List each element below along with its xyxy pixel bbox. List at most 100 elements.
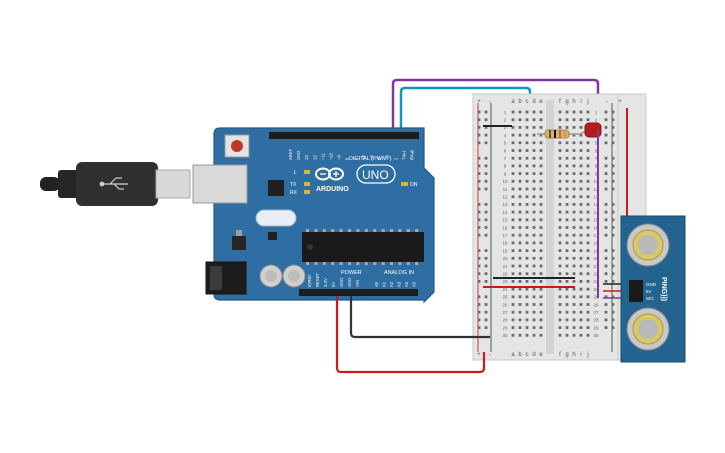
breadboard-hole bbox=[572, 310, 576, 314]
breadboard-hole bbox=[511, 249, 515, 252]
breadboard-hole bbox=[565, 110, 569, 114]
rail-hole bbox=[477, 226, 481, 229]
row-label: 7 bbox=[504, 156, 507, 161]
breadboard-hole bbox=[565, 203, 569, 206]
row-label: 2 bbox=[504, 118, 507, 123]
column-label: i bbox=[580, 352, 581, 358]
rail-hole bbox=[484, 280, 488, 283]
usb-chip bbox=[268, 180, 284, 196]
breadboard-hole bbox=[511, 326, 515, 329]
rail-hole bbox=[604, 264, 608, 268]
wire-5v-red[interactable] bbox=[335, 296, 486, 374]
pin-label: 5V bbox=[331, 282, 336, 287]
analog-header[interactable] bbox=[372, 289, 418, 296]
chip-leg bbox=[406, 262, 410, 265]
chip-leg bbox=[398, 229, 402, 232]
row-label: 27 bbox=[502, 310, 508, 315]
row-label: 20 bbox=[502, 256, 508, 261]
breadboard-hole bbox=[558, 203, 562, 206]
breadboard-hole bbox=[558, 303, 562, 306]
breadboard-hole bbox=[586, 218, 590, 222]
wire-gnd-black[interactable] bbox=[349, 296, 490, 339]
chip-leg bbox=[406, 229, 410, 232]
pin-label: A0 bbox=[374, 281, 379, 287]
rail-hole bbox=[477, 326, 481, 329]
breadboard-hole bbox=[586, 141, 590, 145]
breadboard-hole bbox=[579, 218, 583, 222]
breadboard-hole bbox=[539, 141, 543, 145]
breadboard-hole bbox=[539, 203, 543, 206]
breadboard-hole bbox=[579, 226, 583, 229]
breadboard-hole bbox=[586, 310, 590, 314]
column-label: e bbox=[539, 352, 543, 358]
wire-purple-top[interactable] bbox=[391, 78, 600, 136]
breadboard-hole bbox=[511, 256, 515, 260]
breadboard-hole bbox=[579, 333, 583, 337]
ping-ultrasonic-sensor[interactable]: GND 5V SIG PING))) bbox=[620, 215, 686, 363]
rail-hole bbox=[604, 310, 608, 314]
rail-hole bbox=[611, 172, 615, 175]
breadboard-hole bbox=[525, 141, 529, 145]
wire-signal-blue[interactable] bbox=[399, 86, 532, 136]
row-label: 25 bbox=[593, 295, 599, 300]
breadboard-hole bbox=[565, 280, 569, 283]
usb-strain-relief bbox=[58, 170, 78, 198]
breadboard-hole bbox=[579, 310, 583, 314]
pin-label: TX▸1 bbox=[401, 150, 406, 160]
breadboard-hole bbox=[511, 203, 515, 206]
row-label: 15 bbox=[502, 218, 508, 223]
column-label: e bbox=[539, 99, 543, 105]
chip-leg bbox=[364, 229, 368, 232]
arduino-uno-board[interactable]: L TX RX ON ARDUINO UNO DIGITAL (PWM~) PO… bbox=[192, 127, 435, 304]
breadboard-hole bbox=[518, 141, 522, 145]
breadboard-hole bbox=[539, 318, 543, 322]
rail-hole bbox=[484, 172, 488, 175]
usb-port bbox=[192, 164, 248, 204]
row-label: 6 bbox=[504, 148, 507, 153]
breadboard-hole bbox=[518, 210, 522, 214]
rail-hole bbox=[484, 110, 488, 114]
mounting-hole bbox=[255, 209, 297, 227]
column-label: f bbox=[559, 99, 561, 105]
rail-hole bbox=[477, 272, 481, 276]
breadboard-hole bbox=[539, 133, 543, 137]
digital-header[interactable] bbox=[269, 132, 419, 139]
breadboard-hole bbox=[579, 287, 583, 291]
row-label: 26 bbox=[593, 302, 599, 307]
breadboard-hole bbox=[525, 233, 529, 237]
breadboard-hole bbox=[525, 287, 529, 291]
rail-hole bbox=[604, 156, 608, 160]
chip-leg bbox=[348, 262, 351, 265]
usb-cable[interactable] bbox=[40, 162, 191, 206]
breadboard-row-labels: 1122334455667788991010111112121313141415… bbox=[502, 110, 599, 338]
sensor-pin-sig-label: SIG bbox=[646, 296, 654, 301]
power-header[interactable] bbox=[299, 289, 373, 296]
chip-leg bbox=[390, 229, 393, 232]
resistor[interactable] bbox=[537, 129, 580, 139]
column-label: - bbox=[489, 352, 491, 358]
pin-label: A1 bbox=[382, 281, 387, 287]
chip-leg bbox=[331, 262, 335, 265]
breadboard-hole bbox=[525, 303, 529, 306]
breadboard-hole bbox=[586, 249, 590, 252]
breadboard-hole bbox=[511, 303, 515, 306]
breadboard-hole bbox=[525, 310, 529, 314]
breadboard-hole bbox=[532, 164, 536, 168]
breadboard-hole bbox=[518, 133, 522, 137]
chip-leg bbox=[364, 262, 368, 265]
usb-connector-metal bbox=[155, 169, 191, 199]
rail-hole bbox=[604, 303, 608, 306]
breadboard-hole bbox=[539, 126, 543, 129]
power-pins-label: POWER bbox=[341, 270, 362, 276]
breadboard-hole bbox=[518, 187, 522, 191]
rail-hole bbox=[604, 187, 608, 191]
breadboard-hole bbox=[539, 280, 543, 283]
row-label: 14 bbox=[593, 210, 599, 215]
breadboard-hole bbox=[518, 303, 522, 306]
breadboard-hole bbox=[579, 156, 583, 160]
breadboard-hole bbox=[572, 241, 576, 245]
breadboard-hole bbox=[558, 156, 562, 160]
breadboard-hole bbox=[565, 303, 569, 306]
breadboard-hole bbox=[532, 126, 536, 129]
breadboard-hole bbox=[532, 233, 536, 237]
